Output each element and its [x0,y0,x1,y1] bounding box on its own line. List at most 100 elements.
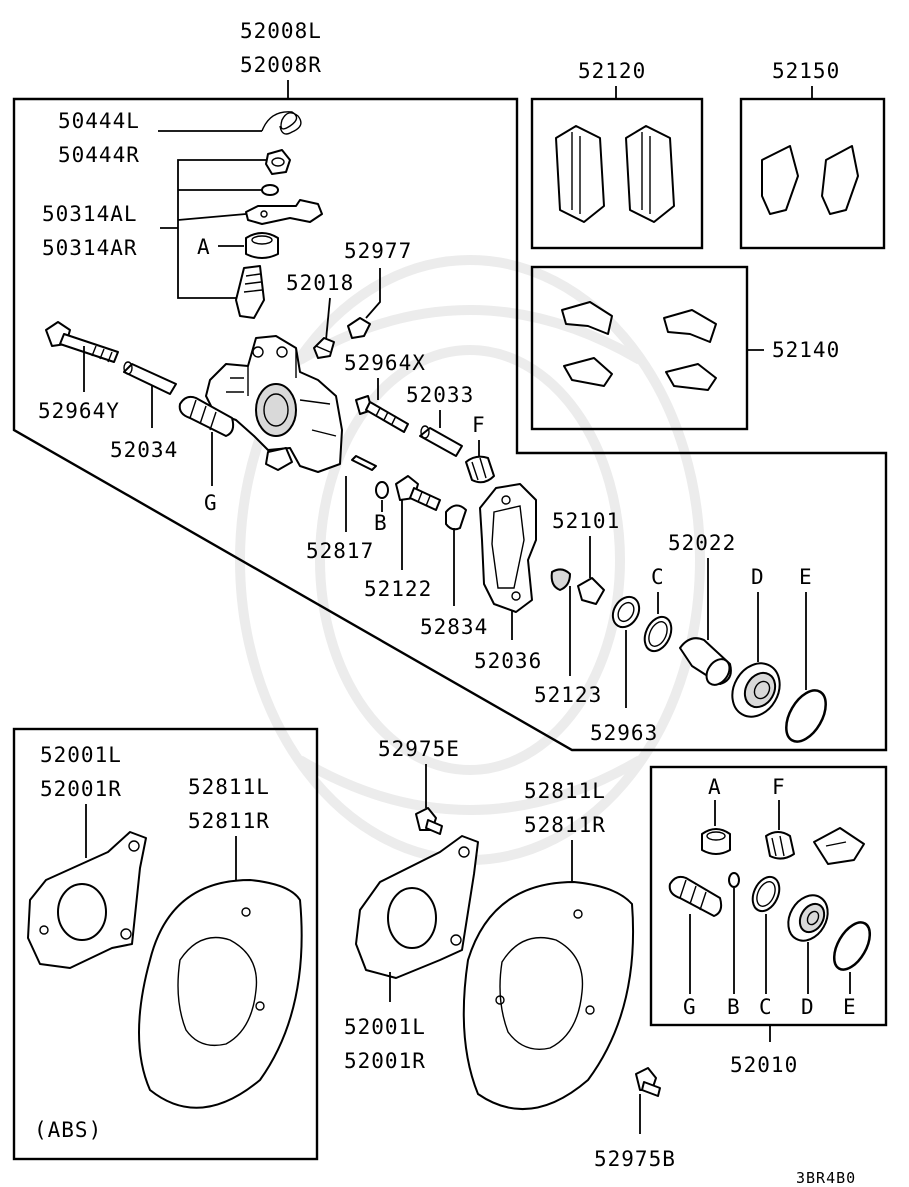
backing-plate-icon [138,879,303,1109]
piston-seal-icon [643,615,673,653]
washer-icon [261,184,279,196]
caliper-body-icon [205,335,343,473]
ref-label-e[interactable]: E [799,565,813,589]
part-label-52150[interactable]: 52150 [772,59,840,83]
part-label-52010[interactable]: 52010 [730,1053,798,1077]
part-label-52975e[interactable]: 52975E [378,737,460,761]
lever-shaft-icon [235,265,265,319]
piston-icon [679,637,732,686]
part-label-52963[interactable]: 52963 [590,721,658,745]
pad-clip-box [530,265,749,431]
lever-nut-icon [265,149,291,175]
leader-line [177,213,247,221]
adapter-plate-icon [355,835,479,979]
part-label-52975b[interactable]: 52975B [594,1147,676,1171]
ref-label-f[interactable]: F [472,413,486,437]
guide-pin-icon [123,361,177,395]
part-label-52008r[interactable]: 52008R [240,53,322,77]
part-label-52036[interactable]: 52036 [474,649,542,673]
piston-seal-icon [751,875,781,913]
part-label-52033[interactable]: 52033 [406,383,474,407]
lever-icon [245,199,323,225]
kit-ref-e[interactable]: E [843,995,857,1019]
spring-icon [261,111,302,135]
part-label-52811r-abs[interactable]: 52811R [188,809,270,833]
kit-ref-d[interactable]: D [801,995,815,1019]
hex-bolt-icon [415,807,443,835]
part-label-52034[interactable]: 52034 [110,438,178,462]
boot-icon [245,232,279,259]
part-label-52811l-abs[interactable]: 52811L [188,775,270,799]
brake-pad-box [530,97,704,250]
ref-label-d[interactable]: D [751,565,765,589]
part-label-52022[interactable]: 52022 [668,531,736,555]
backing-plate-icon [462,881,635,1111]
leader-line [365,268,381,319]
part-label-52977[interactable]: 52977 [344,239,412,263]
abs-label: (ABS) [34,1118,102,1142]
ref-label-c[interactable]: C [651,565,665,589]
guide-bolt-icon [45,321,119,363]
leader-line [325,297,331,341]
part-label-50444l[interactable]: 50444L [58,109,140,133]
ref-label-g[interactable]: G [204,491,218,515]
shim-box [739,97,886,250]
bleeder-cap-icon [347,317,371,339]
grease-pack-icon [813,827,865,865]
snap-ring-icon [832,921,872,971]
washer-b-icon [728,872,740,888]
seal-ring-icon [611,595,641,629]
dust-boot-icon [465,455,495,484]
nut-icon [550,568,571,591]
kit-ref-f[interactable]: F [772,775,786,799]
part-label-52122[interactable]: 52122 [364,577,432,601]
kit-ref-b[interactable]: B [727,995,741,1019]
sleeve-icon [419,425,463,457]
shim-icon [761,145,859,215]
pin-boot-icon [178,395,235,437]
part-label-52001l-abs[interactable]: 52001L [40,743,122,767]
part-label-52120[interactable]: 52120 [578,59,646,83]
ref-label-a[interactable]: A [197,235,211,259]
washer-b-icon [375,481,389,499]
clip-icon [445,504,467,531]
part-label-52018[interactable]: 52018 [286,271,354,295]
clip-spring-icon [577,577,605,605]
part-label-50444r[interactable]: 50444R [58,143,140,167]
pin-boot-icon [668,875,723,917]
part-label-52964x[interactable]: 52964X [344,351,426,375]
boot-seal-icon [731,662,781,718]
bolt-icon [355,395,409,433]
kit-ref-c[interactable]: C [759,995,773,1019]
boot-seal-icon [787,894,829,942]
part-label-52001r[interactable]: 52001R [344,1049,426,1073]
caliper-bracket-icon [479,483,537,613]
part-label-52811r[interactable]: 52811R [524,813,606,837]
part-label-50314al[interactable]: 50314AL [42,202,138,226]
ref-label-b[interactable]: B [374,511,388,535]
kit-ref-a[interactable]: A [708,775,722,799]
boot-icon [701,828,731,855]
brake-pad-icon [555,125,675,223]
adapter-plate-icon [27,831,147,969]
part-label-52834[interactable]: 52834 [420,615,488,639]
part-label-52008l[interactable]: 52008L [240,19,322,43]
part-label-52817[interactable]: 52817 [306,539,374,563]
part-label-50314ar[interactable]: 50314AR [42,236,138,260]
part-label-52964y[interactable]: 52964Y [38,399,120,423]
pad-clip-icon [561,301,717,391]
part-label-52123[interactable]: 52123 [534,683,602,707]
abs-box [12,727,319,1161]
part-label-52001l[interactable]: 52001L [344,1015,426,1039]
seal-kit-box [649,765,888,1027]
banjo-bolt-icon [395,475,441,511]
leader-line [177,159,266,299]
part-label-52811l[interactable]: 52811L [524,779,606,803]
part-label-52101[interactable]: 52101 [552,509,620,533]
part-label-52001r-abs[interactable]: 52001R [40,777,122,801]
kit-ref-g[interactable]: G [683,995,697,1019]
hex-bolt-icon [635,1067,661,1097]
part-label-52140[interactable]: 52140 [772,338,840,362]
